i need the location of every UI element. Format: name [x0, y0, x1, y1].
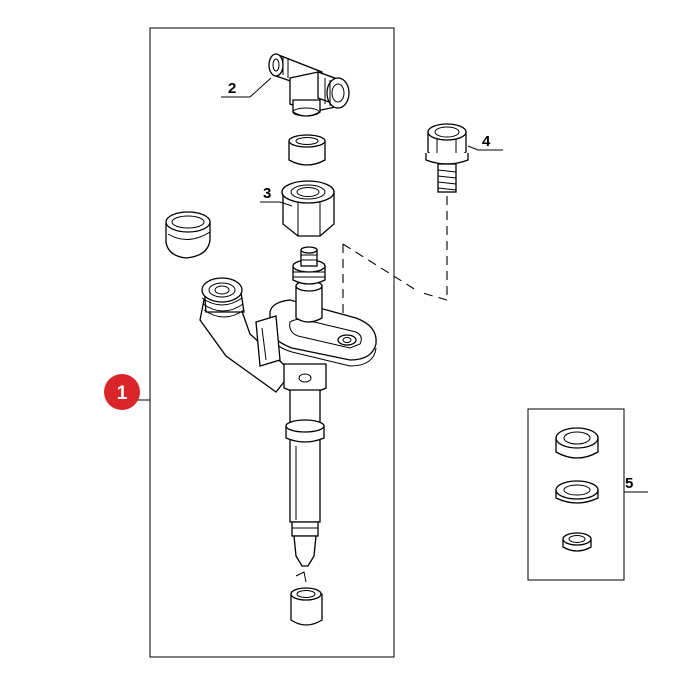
label-part-5: 5: [625, 475, 633, 492]
label-part-4: 4: [482, 133, 491, 150]
seal-kit-frame: [527, 408, 625, 581]
hex-bolt-part: [425, 123, 469, 193]
assembly-frame: [149, 27, 395, 658]
ring-part: [288, 134, 326, 166]
callout-badge-1[interactable]: 1: [104, 374, 140, 410]
alignment-lines: [342, 196, 448, 334]
nozzle-sleeve-part: [290, 571, 323, 626]
injector-body-part: [199, 246, 377, 567]
seal-kit-parts: [555, 427, 599, 552]
hex-nut-part: [281, 180, 335, 237]
label-part-3: 3: [263, 185, 271, 202]
callout-number: 1: [117, 383, 128, 404]
banjo-fitting-part: [268, 53, 350, 117]
label-part-2: 2: [228, 80, 236, 97]
cap-part: [165, 211, 211, 259]
